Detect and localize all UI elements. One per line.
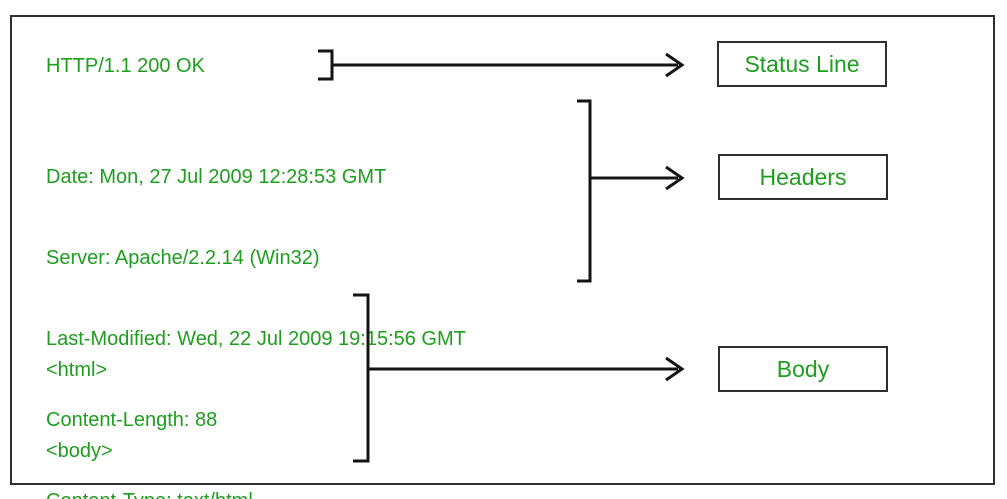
body-block: <html> <body> <h1>Hello, World!</h1> </b…	[46, 303, 257, 499]
status-line-text: HTTP/1.1 200 OK	[46, 55, 205, 77]
diagram-frame	[10, 15, 995, 485]
header-line-date: Date: Mon, 27 Jul 2009 12:28:53 GMT	[46, 166, 387, 188]
body-line-body-open: <body>	[46, 440, 113, 462]
status-line-label-box: Status Line	[717, 41, 887, 87]
body-label-box: Body	[718, 346, 888, 392]
body-line-html-open: <html>	[46, 359, 108, 381]
headers-label-box: Headers	[718, 154, 888, 200]
header-line-server: Server: Apache/2.2.14 (Win32)	[46, 247, 320, 269]
header-line-content-length: Content-Length: 88	[46, 409, 218, 431]
header-line-content-type: Content-Type: text/html	[46, 488, 466, 499]
